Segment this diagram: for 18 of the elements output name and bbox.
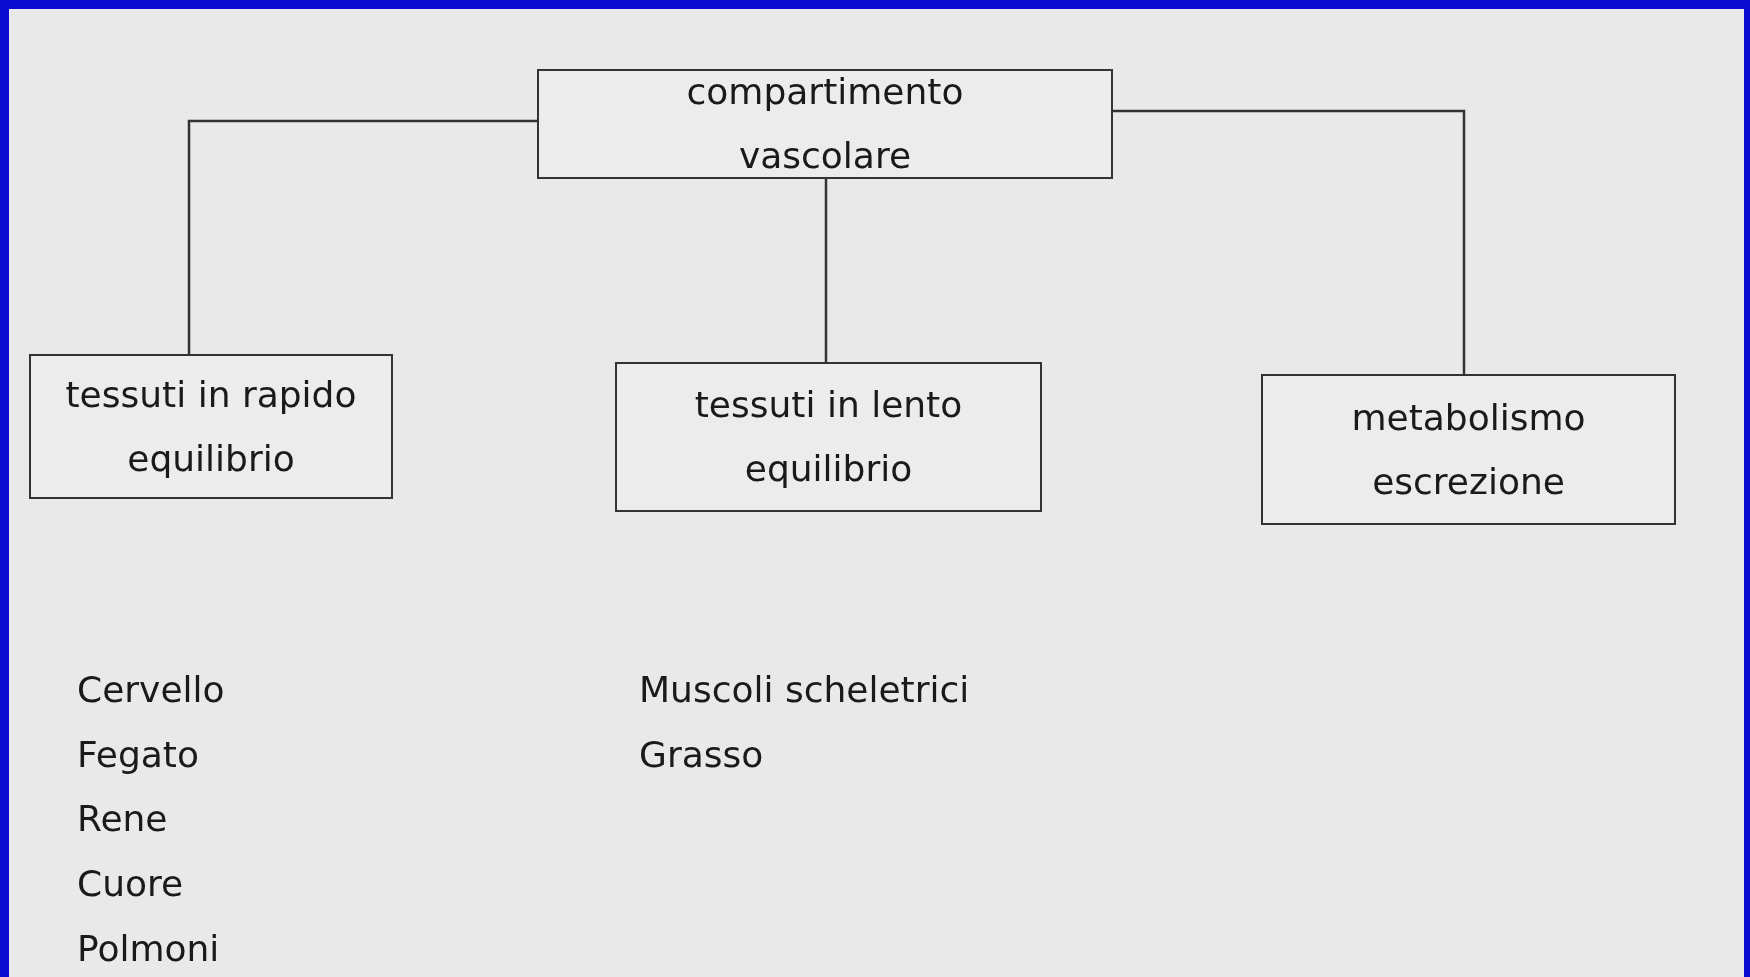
box-text: metabolismo escrezione xyxy=(1350,395,1587,504)
connector-line xyxy=(824,179,828,362)
organ-label: Muscoli scheletrici xyxy=(639,669,970,710)
process-box xyxy=(1261,374,1676,525)
organ-label: Rene xyxy=(77,798,168,839)
organ-label: Grasso xyxy=(639,734,764,775)
connector-line xyxy=(1113,109,1466,374)
connector-line xyxy=(187,119,537,354)
box-text: compartimento vascolare xyxy=(685,70,965,178)
box-text: tessuti in rapido equilibrio xyxy=(64,372,358,481)
organ-label: Cuore xyxy=(77,863,184,904)
process-box xyxy=(29,354,393,499)
process-box xyxy=(537,69,1113,179)
box-text: tessuti in lento equilibrio xyxy=(693,383,964,491)
organ-label: Fegato xyxy=(77,734,199,775)
process-box xyxy=(615,362,1042,512)
organ-label: Polmoni xyxy=(77,928,220,969)
organ-label: Cervello xyxy=(77,669,225,710)
